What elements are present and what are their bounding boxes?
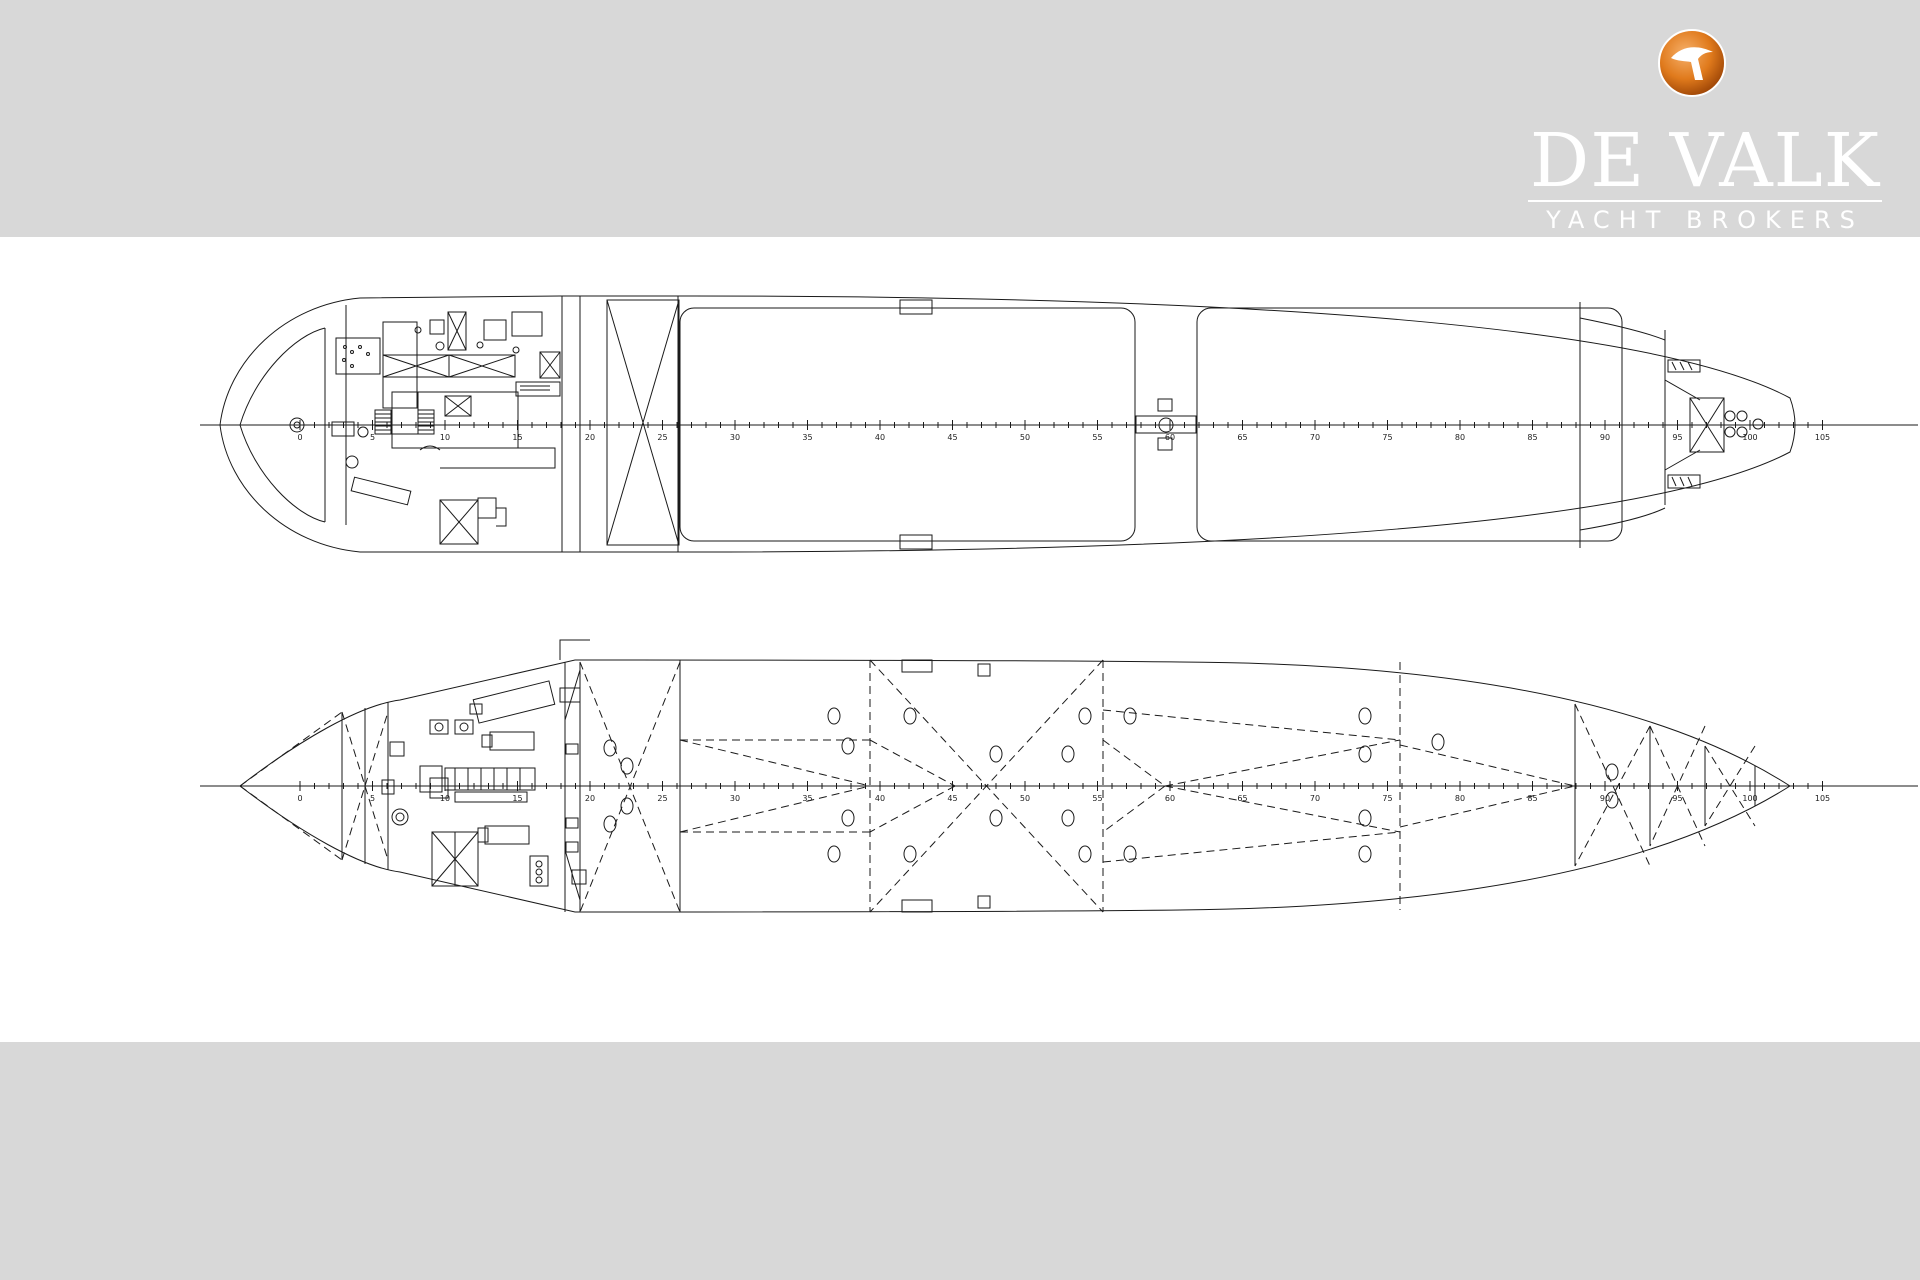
frame-label: 80 [1455,794,1465,803]
frame-label: 35 [802,794,812,803]
footer-band [0,1042,1920,1280]
engine-room-machinery [381,680,587,887]
frame-label: 45 [947,794,957,803]
deck-plan-forecastle [606,299,680,546]
brand-name: DE VALK [1529,118,1881,204]
frame-label: 70 [1310,794,1320,803]
frame-label: 50 [1020,794,1030,803]
logo-divider [1528,200,1882,202]
deck-plan-frame-ticks: 0 5 10 15 20 25 30 35 40 45 50 55 60 65 70 75 80 85 90 95 10… [297,420,1830,442]
frame-label: 30 [730,433,740,442]
frame-label: 105 [1815,433,1830,442]
frame-label: 95 [1672,794,1682,803]
frame-label: 100 [1742,794,1757,803]
deckhouse-accommodation [289,311,561,545]
frame-label: 25 [657,794,667,803]
frame-label: 5 [370,794,375,803]
frame-label: 75 [1382,433,1392,442]
lower-deck-frame-ticks: 0 5 10 15 20 25 30 35 40 45 50 55 60 65 70 75 80 85 90 95 10… [297,781,1830,803]
bow-windlass [1664,359,1764,489]
lower-deck-manholes [603,659,1619,913]
frame-label: 40 [875,794,885,803]
frame-label: 55 [1092,433,1102,442]
frame-label: 25 [657,433,667,442]
frame-label: 65 [1237,433,1247,442]
lower-deck-crossbracing [239,659,1756,913]
deck-plan-hull [219,295,1796,553]
brand-logo[interactable]: DE VALK YACHT BROKERS [1520,28,1890,234]
frame-label: 100 [1742,433,1757,442]
frame-label: 35 [802,433,812,442]
brand-tagline: YACHT BROKERS [1546,206,1864,234]
frame-label: 65 [1237,794,1247,803]
frame-label: 20 [585,794,595,803]
frame-label: 70 [1310,433,1320,442]
frame-label: 85 [1527,433,1537,442]
frame-label: 85 [1527,794,1537,803]
frame-label: 10 [440,794,450,803]
frame-label: 5 [370,433,375,442]
frame-label: 50 [1020,433,1030,442]
frame-label: 15 [512,794,522,803]
frame-label: 45 [947,433,957,442]
frame-label: 55 [1092,794,1102,803]
frame-label: 0 [297,433,302,442]
frame-label: 15 [512,433,522,442]
frame-label: 60 [1165,433,1175,442]
frame-label: 105 [1815,794,1830,803]
lower-deck-hull [239,639,1791,913]
falcon-logo-icon [1658,29,1726,97]
frame-label: 30 [730,794,740,803]
lower-deck-plan: 0 5 10 15 20 25 30 35 40 45 50 55 60 65 70 75 80 85 90 95 10… [200,639,1918,913]
frame-label: 75 [1382,794,1392,803]
frame-label: 40 [875,433,885,442]
frame-label: 80 [1455,433,1465,442]
frame-label: 90 [1600,794,1610,803]
frame-label: 0 [297,794,302,803]
frame-label: 10 [440,433,450,442]
frame-label: 60 [1165,794,1175,803]
drawing-sheet [0,237,1920,1042]
frame-label: 90 [1600,433,1610,442]
frame-label: 20 [585,433,595,442]
frame-label: 95 [1672,433,1682,442]
deck-plan: 0 5 10 15 20 25 30 35 40 45 50 55 60 65 70 75 80 85 90 95 10… [200,295,1918,553]
header-band [0,0,1920,237]
